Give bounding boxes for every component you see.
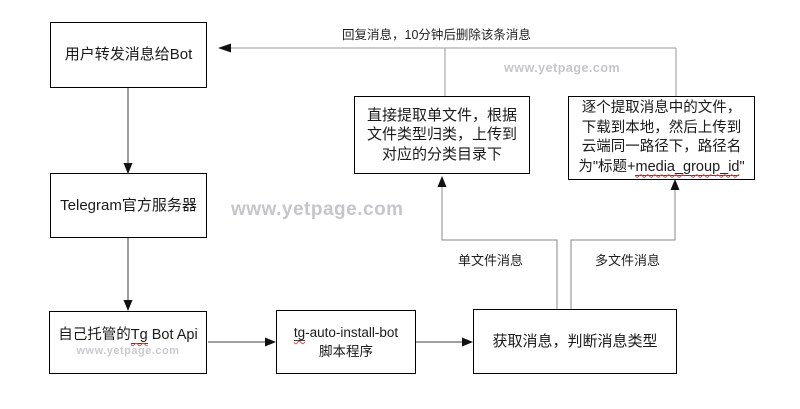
edge-label-multi-file: 多文件消息 (595, 253, 661, 268)
label-text: 为"标题+ (578, 158, 636, 175)
edge-getmsg-single (441, 187, 558, 309)
node-label: 获取消息，判断消息类型 (492, 332, 658, 350)
node-label-line1: 逐个提取消息中的文件， (581, 100, 742, 116)
edge-label-reply: 回复消息，10分钟后删除该条消息 (342, 28, 531, 42)
arrowhead-left-icon (218, 43, 231, 53)
node-selfhosted-bot-api: 自己托管的Tg Bot Api www.yetpage.com (49, 311, 207, 374)
node-label: 自己托管的Tg Bot Api (58, 327, 198, 344)
spellcheck-word: Tg (130, 327, 148, 344)
node-label-line2: 文件类型归类，上传到 (366, 126, 517, 144)
label-text: 自己托管的 (58, 327, 131, 343)
node-label-line2: 下载到本地，然后上传到 (581, 119, 742, 136)
label-text: Bot Api (147, 327, 198, 343)
arrowhead-up-icon (437, 176, 447, 187)
node-telegram-server: Telegram官方服务器 (50, 173, 207, 238)
spellcheck-word: media_group_id (635, 158, 740, 176)
label-text: " (739, 158, 745, 175)
node-label-line3: 云端同一路径下，路径名 (581, 139, 742, 155)
node-multi-file-handling: 逐个提取消息中的文件， 下载到本地，然后上传到 云端同一路径下，路径名 为"标题… (568, 96, 755, 180)
node-label-line2: 脚本程序 (319, 344, 373, 359)
node-get-message-type: 获取消息，判断消息类型 (473, 309, 677, 374)
node-single-file-handling: 直接提取单文件，根据 文件类型归类，上传到 对应的分类目录下 (354, 96, 530, 174)
arrowhead-down-icon (123, 163, 133, 174)
arrowhead-up-icon (670, 179, 680, 190)
edge-label-single-file: 单文件消息 (458, 253, 524, 268)
node-label-line1: tg-auto-install-bot (293, 323, 399, 342)
edge-getmsg-multi (570, 190, 676, 309)
watermark-inline: www.yetpage.com (76, 345, 180, 357)
arrowhead-right-icon (265, 337, 276, 347)
label-text: -auto-install-bot (305, 325, 399, 340)
node-user-forwards-message: 用户转发消息给Bot (50, 22, 207, 88)
spellcheck-word: tg (293, 325, 306, 341)
arrowhead-down-icon (123, 300, 133, 311)
node-install-script: tg-auto-install-bot 脚本程序 (276, 310, 416, 374)
watermark-top-right: www.yetpage.com (504, 61, 621, 75)
node-label-line1: 直接提取单文件，根据 (366, 106, 517, 124)
node-label: 用户转发消息给Bot (64, 46, 193, 63)
watermark-center: www.yetpage.com (231, 199, 404, 220)
node-label-line3: 对应的分类目录下 (381, 145, 502, 163)
edge-reply (231, 47, 677, 96)
node-label-line4: 为"标题+media_group_id" (578, 158, 745, 178)
node-label: Telegram官方服务器 (60, 196, 197, 214)
arrowhead-right-icon (462, 337, 473, 347)
